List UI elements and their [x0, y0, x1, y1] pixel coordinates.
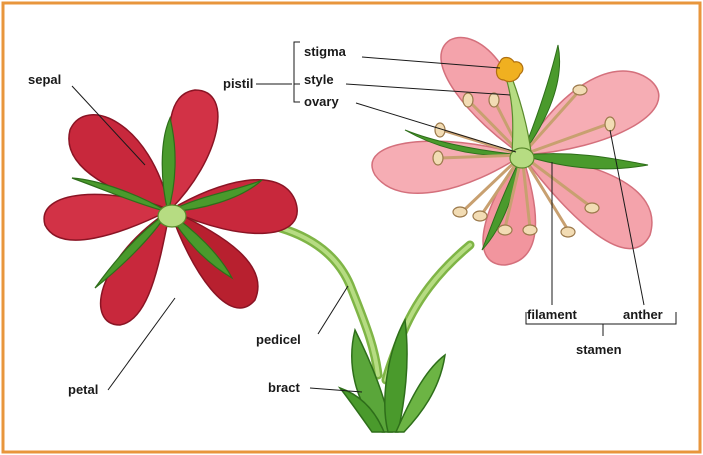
- label-pedicel: pedicel: [256, 332, 301, 347]
- label-style: style: [304, 72, 334, 87]
- anthers: [432, 84, 616, 238]
- label-bract: bract: [268, 380, 300, 395]
- pistil-ovary: [509, 147, 535, 169]
- red-flower-back-view: [43, 89, 298, 326]
- label-pistil: pistil: [223, 76, 253, 91]
- label-petal: petal: [68, 382, 98, 397]
- pistil-stigma: [495, 56, 524, 83]
- leader-lines: [71, 41, 677, 393]
- pink-flower-front-view: [371, 36, 660, 266]
- label-ovary: ovary: [304, 94, 339, 109]
- bract-leaves: [337, 317, 446, 433]
- label-stamen: stamen: [576, 342, 622, 357]
- label-stigma: stigma: [304, 44, 347, 59]
- label-sepal: sepal: [28, 72, 61, 87]
- label-filament: filament: [527, 307, 578, 322]
- label-anther: anther: [623, 307, 663, 322]
